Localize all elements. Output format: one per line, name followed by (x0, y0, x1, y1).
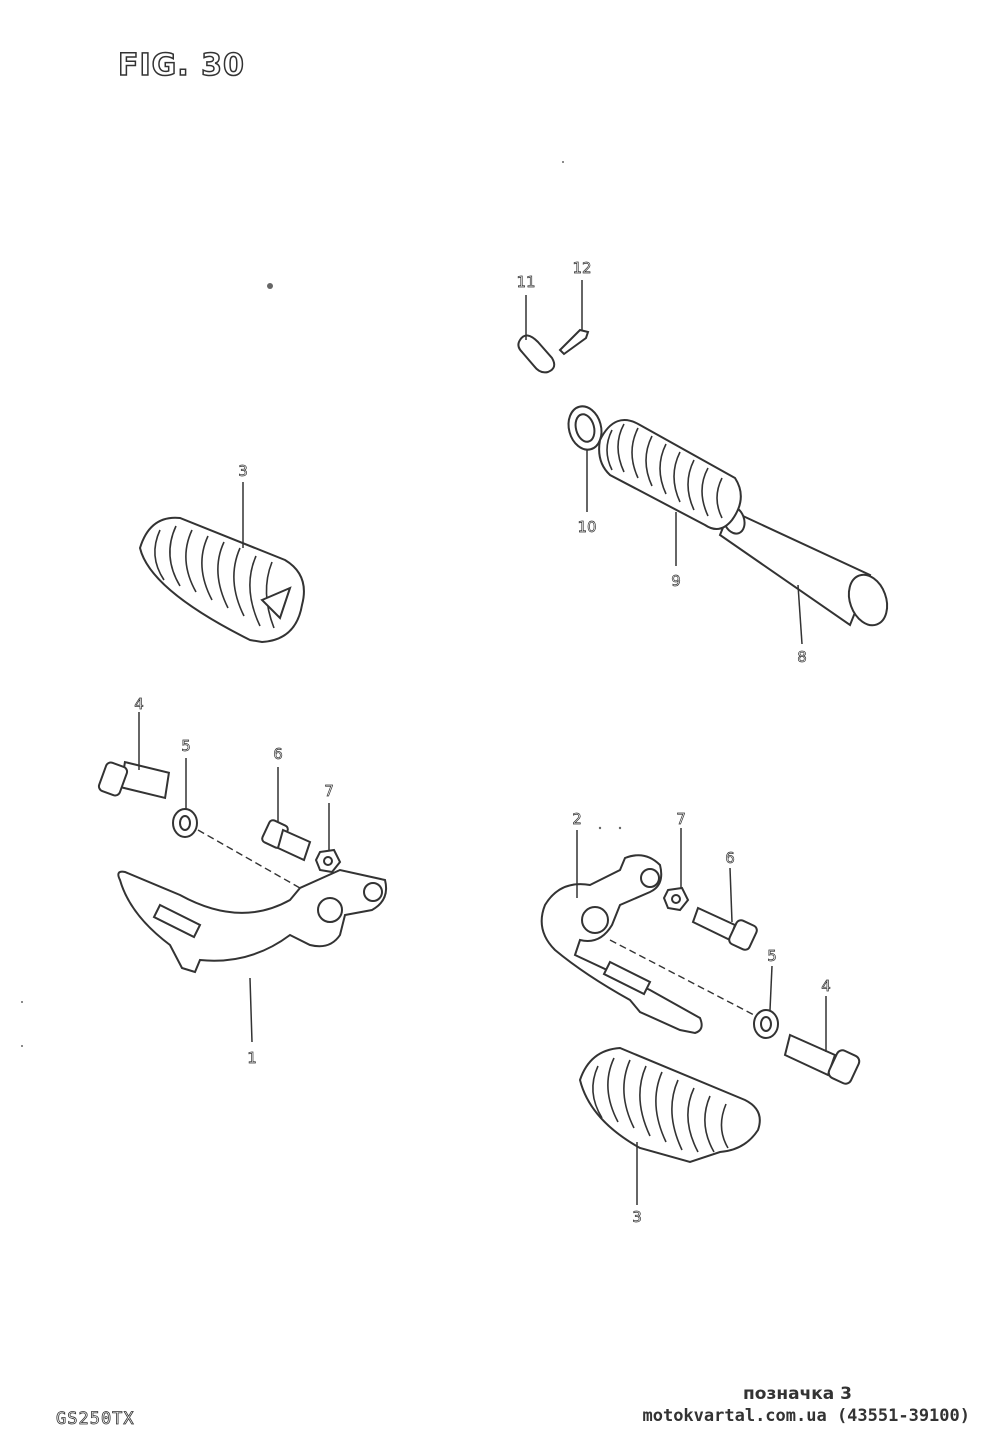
callout-4-right: 4 (821, 977, 831, 995)
assembly-axis-right (609, 939, 757, 1017)
footrest-bracket-2 (540, 830, 703, 1035)
callout-11: 11 (516, 273, 535, 291)
bolt-6-right (691, 867, 758, 951)
callout-8: 8 (797, 648, 807, 666)
footrest-pipe-8 (718, 505, 889, 645)
callout-6-right: 6 (725, 849, 735, 867)
footrest-rubber-3-right (578, 1046, 761, 1205)
callout-9: 9 (671, 572, 681, 590)
caption-mark: позначка 3 (743, 1384, 852, 1404)
scan-specks (21, 161, 622, 1047)
washer-5-right (753, 965, 779, 1039)
callout-3-right: 3 (632, 1208, 642, 1226)
callout-5-right: 5 (767, 947, 777, 965)
footrest-rubber-3-left (138, 482, 305, 644)
pin-11 (517, 295, 556, 374)
bolt-6-left (261, 767, 312, 862)
nut-7-left (314, 803, 342, 874)
callout-4-left: 4 (134, 695, 144, 713)
callout-7-left: 7 (324, 782, 334, 800)
callout-10: 10 (577, 518, 596, 536)
callout-5-left: 5 (181, 737, 191, 755)
callout-1: 1 (247, 1049, 257, 1067)
caption-site: motokvartal.com.ua (43551-39100) (642, 1406, 970, 1426)
figure-title: FIG. 30 (117, 47, 245, 84)
callout-3-left: 3 (238, 462, 248, 480)
footrest-rubber-9 (598, 419, 742, 566)
washer-5-left (172, 758, 198, 838)
nut-7-right (662, 828, 690, 912)
callout-6-left: 6 (273, 745, 283, 763)
washer-10 (567, 405, 603, 512)
callout-7-right: 7 (676, 810, 686, 828)
caption-block: позначка 3 motokvartal.com.ua (43551-391… (642, 1384, 970, 1426)
clip-12 (558, 280, 590, 356)
callout-2: 2 (572, 810, 582, 828)
footrest-bracket-1 (117, 868, 388, 1043)
model-code: GS250TX (56, 1409, 135, 1430)
assembly-axis-left (197, 829, 301, 889)
bolt-4-left (97, 712, 171, 800)
callout-12: 12 (572, 259, 591, 277)
bolt-4-right (783, 996, 861, 1085)
